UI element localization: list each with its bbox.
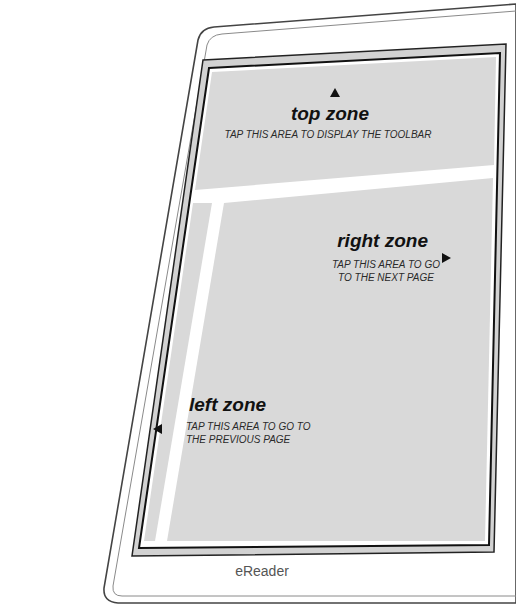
- up-arrow: [330, 88, 340, 97]
- zone-instruction: TAP THIS AREA TO DISPLAY THE TOOLBAR: [183, 128, 473, 141]
- zone-instruction: TAP THIS AREA TO GO TO THE PREVIOUS PAGE: [186, 420, 321, 446]
- device-label: eReader: [202, 563, 322, 581]
- right-arrow: [442, 253, 451, 263]
- top-zone: top zoneTAP THIS AREA TO DISPLAY THE TOO…: [195, 57, 497, 191]
- left-zone: left zoneTAP THIS AREA TO GO TO THE PREV…: [144, 203, 213, 542]
- zone-fill: [144, 203, 212, 541]
- device-edge: [113, 11, 516, 596]
- left-zone-outline: [144, 203, 213, 542]
- zone-fill: [167, 178, 493, 541]
- device-body: [104, 4, 516, 603]
- screen-rim: [132, 44, 506, 556]
- right-zone-outline: [167, 178, 494, 542]
- left-arrow: [153, 424, 162, 434]
- zone-title: top zone: [230, 104, 430, 125]
- zone-instruction: TAP THIS AREA TO GO TO THE NEXT PAGE: [327, 258, 445, 284]
- zone-fill: [195, 57, 496, 190]
- zone-title: left zone: [189, 395, 349, 416]
- right-zone: right zoneTAP THIS AREA TO GO TO THE NEX…: [167, 178, 494, 542]
- zone-title: right zone: [300, 231, 428, 252]
- screen: [139, 53, 500, 548]
